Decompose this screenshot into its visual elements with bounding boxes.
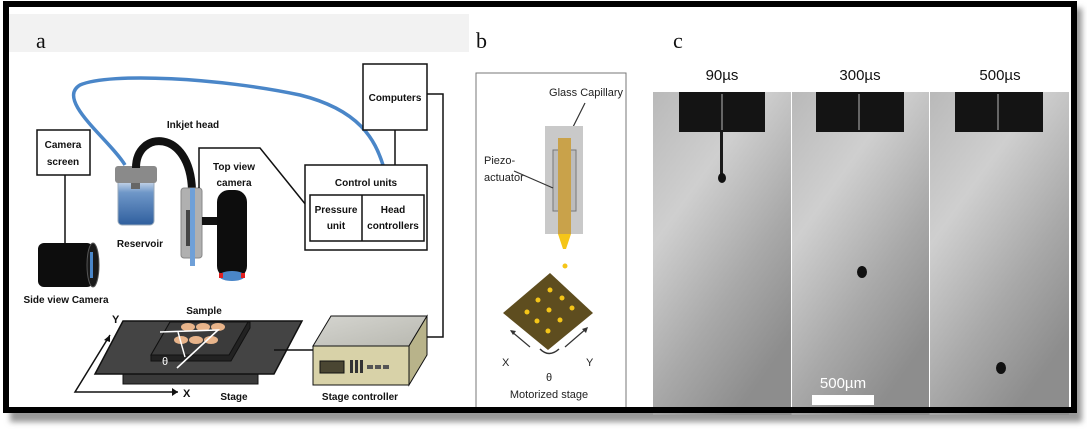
piezo-label-2: actuator <box>484 172 524 184</box>
time-label-90us: 90µs <box>706 67 739 84</box>
stage-dots <box>524 287 575 334</box>
x-arrow <box>510 330 531 348</box>
frame-300us: 500µm <box>792 92 929 415</box>
frame-500us <box>930 92 1069 415</box>
panel-a-letter: a <box>36 28 46 53</box>
jet-ligament <box>720 132 723 174</box>
axis-x-label: X <box>183 388 191 400</box>
time-label-500us: 500µs <box>979 67 1020 84</box>
reservoir <box>115 166 157 226</box>
y-arrowhead-b <box>582 327 588 333</box>
top-view-camera-label: Top view <box>213 162 255 173</box>
glass-capillary-label: Glass Capillary <box>549 87 623 99</box>
stage-axes <box>73 334 178 393</box>
x-arrowhead <box>172 388 178 396</box>
camera-wire <box>198 147 307 206</box>
ejected-droplet <box>562 263 568 269</box>
motorized-stage-label: Motorized stage <box>510 389 588 401</box>
panel-b: b Glass Capillary Piezo- actuator X Y θ … <box>475 28 627 412</box>
axis-y-label: Y <box>112 314 120 326</box>
controller-wire <box>425 93 444 338</box>
piezo-label: Piezo- <box>484 155 516 167</box>
time-label-300us: 300µs <box>839 67 880 84</box>
sample-label: Sample <box>186 306 222 317</box>
droplet <box>857 266 867 278</box>
pressure-unit-label: Pressure <box>315 205 358 216</box>
computers-box <box>362 63 428 131</box>
computers-label: Computers <box>369 93 422 104</box>
inkjet-head-label: Inkjet head <box>167 120 219 131</box>
camera-screen-label: Camera <box>45 140 82 151</box>
control-units-label: Control units <box>335 178 398 189</box>
pressure-tube <box>71 76 385 166</box>
top-view-camera <box>217 190 247 281</box>
stage-controller-label: Stage controller <box>322 392 398 403</box>
side-view-camera <box>38 242 100 288</box>
ink-tube <box>132 137 196 191</box>
panel-b-letter: b <box>476 28 487 53</box>
axis-x-label-b: X <box>502 357 510 369</box>
nozzle-tip <box>558 234 571 249</box>
glass-capillary <box>558 138 571 234</box>
panel-b-box <box>475 72 627 412</box>
camera-screen-label-2: screen <box>47 157 79 168</box>
camera-screen-box <box>36 129 91 176</box>
top-view-camera-label-2: camera <box>216 178 251 189</box>
droplet <box>996 362 1006 374</box>
theta-lines <box>159 329 221 369</box>
axis-y-label-b: Y <box>586 357 594 369</box>
figure-frame-border <box>3 1 1077 413</box>
camera-mount <box>202 217 220 225</box>
stage-controller <box>312 314 428 387</box>
panel-c: c 500µm 90µs 300µs 500µs <box>653 28 1069 415</box>
droplet <box>718 173 726 183</box>
y-arrow <box>564 327 588 348</box>
pressure-unit-label-2: unit <box>327 221 346 232</box>
side-view-camera-label: Side view Camera <box>23 295 108 306</box>
theta-arc <box>177 331 186 358</box>
scale-bar <box>812 395 874 405</box>
theta-label: θ <box>162 356 168 368</box>
rotation-arrow <box>539 348 560 355</box>
head-controllers-label: Head <box>381 205 405 216</box>
frame-90us <box>653 92 791 415</box>
scale-bar-label: 500µm <box>820 375 866 392</box>
inkjet-head <box>180 187 203 266</box>
x-arrowhead-b <box>510 330 516 335</box>
head-controllers-label-2: controllers <box>367 221 419 232</box>
panel-a-header <box>9 14 469 52</box>
y-arrowhead <box>104 335 110 342</box>
stage-label: Stage <box>220 392 248 403</box>
theta-label-b: θ <box>546 372 552 384</box>
subunits-box <box>309 194 425 242</box>
piezo-pointer <box>513 170 554 189</box>
panel-c-letter: c <box>673 28 683 53</box>
sample-wells <box>174 323 225 344</box>
reservoir-label: Reservoir <box>117 239 163 250</box>
panel-a: a Camera screen Side view Camera Reservo… <box>9 14 469 403</box>
